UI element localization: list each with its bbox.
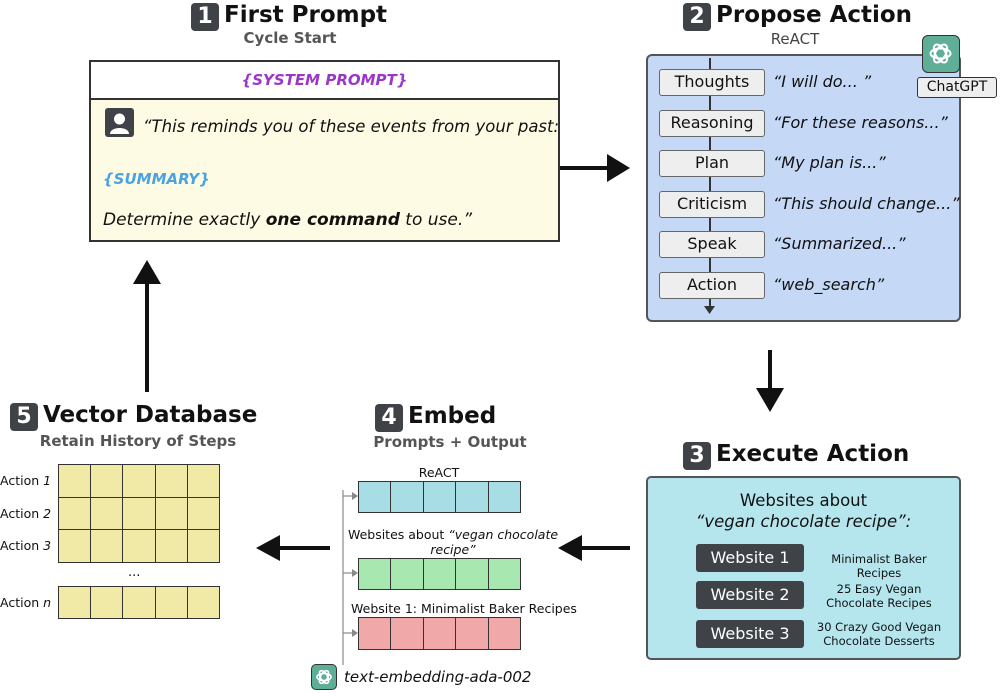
embed-cell [390,481,424,513]
db-cell [90,529,124,563]
execute-action-box: Websites about “vegan chocolate recipe”:… [646,476,961,660]
react-thoughts: Thoughts [659,69,765,96]
db-ellipsis: ... [128,565,141,580]
step-5-number: 5 [10,403,38,431]
embed-vector-website1 [358,617,521,650]
react-criticism: Criticism [659,191,765,218]
prompt-line-1: “This reminds you of these events from y… [143,117,560,136]
db-cell [90,464,124,498]
db-cell [186,464,220,498]
react-speak: Speak [659,231,765,258]
db-row-n-label: Action n [0,595,52,610]
vector-db-grid [58,464,220,563]
react-plan: Plan [659,150,765,177]
embed-cell [358,558,392,590]
embedding-model-label: text-embedding-ada-002 [344,668,532,686]
react-action-text: “web_search” [773,275,885,294]
step-4-number: 4 [375,404,403,432]
system-prompt-label: {SYSTEM PROMPT} [91,62,558,100]
chatgpt-badge: ChatGPT [917,77,997,98]
embed-cell [422,481,457,513]
embed-website1-label: Website 1: Minimalist Baker Recipes [351,601,577,616]
react-flow-line [709,58,711,310]
step-5-title: Vector Database [43,402,258,428]
openai-logo-icon [922,35,960,73]
db-cell [90,496,124,531]
embed-cell [390,617,424,650]
website-2-label: Website 2 [696,581,804,609]
step-3-number: 3 [683,442,711,470]
step-3-title: Execute Action [716,441,910,467]
website-3-label: Website 3 [696,620,804,648]
embed-cell [358,617,392,650]
embed-cell [487,617,521,650]
db-cell [58,464,92,498]
db-cell [58,586,92,619]
embed-cell [455,481,489,513]
websites-query: “vegan chocolate recipe”: [695,512,912,531]
db-row-3-label: Action 3 [0,538,52,553]
db-cell [122,586,156,619]
db-cell [186,496,220,531]
db-row-1-label: Action 1 [0,473,52,488]
embed-cell [455,558,489,590]
first-prompt-box: {SYSTEM PROMPT} “This reminds you of the… [89,60,560,242]
db-cell [122,496,156,531]
embed-cell [358,481,392,513]
website-2-desc: 25 Easy Vegan Chocolate Recipes [826,582,932,610]
step-4-title: Embed [408,403,497,429]
db-cell [58,529,92,563]
step-1-subtitle: Cycle Start [243,29,337,47]
react-action: Action [659,272,765,299]
embed-cell [455,617,489,650]
react-thoughts-text: “I will do... ” [773,72,872,91]
step-2-number: 2 [683,3,711,31]
embed-cell [487,558,521,590]
step-1-number: 1 [191,3,219,31]
embed-cell [422,617,457,650]
embed-cell [390,558,424,590]
embed-vector-react [358,481,521,513]
db-cell [90,586,124,619]
db-row-2-label: Action 2 [0,506,52,521]
prompt-line-2: Determine exactly one command to use.” [103,210,473,230]
website-1-desc: Minimalist Baker Recipes [831,552,927,580]
vector-db-last-row [58,586,220,619]
db-cell [154,529,188,563]
step-1-title: First Prompt [224,2,388,28]
step-4-subtitle: Prompts + Output [373,433,527,451]
embed-vector-websites [358,558,521,590]
user-icon [105,108,134,137]
step-5-subtitle: Retain History of Steps [39,432,237,450]
db-cell [122,464,156,498]
react-plan-text: “My plan is...” [773,153,886,172]
db-cell [154,586,188,619]
website-3-desc: 30 Crazy Good Vegan Chocolate Desserts [816,620,942,648]
react-criticism-text: “This should change...” [773,194,960,213]
embed-react-label: ReACT [418,465,460,480]
embed-cell [487,481,521,513]
embed-cell [422,558,457,590]
db-cell [186,529,220,563]
react-reasoning-text: “For these reasons...” [773,113,948,132]
step-2-title: Propose Action [716,2,913,28]
propose-action-box: Thoughts “I will do... ” Reasoning “For … [646,54,961,322]
react-reasoning: Reasoning [659,110,765,137]
db-cell [154,496,188,531]
openai-logo-icon-small [311,664,337,690]
db-cell [122,529,156,563]
db-cell [58,496,92,531]
website-1-label: Website 1 [696,544,804,572]
summary-label: {SUMMARY} [103,170,210,188]
db-cell [186,586,220,619]
db-cell [154,464,188,498]
websites-heading: Websites about [739,491,868,510]
step-2-subtitle: ReACT [770,30,820,48]
react-flow-arrowhead [704,306,715,314]
react-speak-text: “Summarized...” [773,234,906,253]
